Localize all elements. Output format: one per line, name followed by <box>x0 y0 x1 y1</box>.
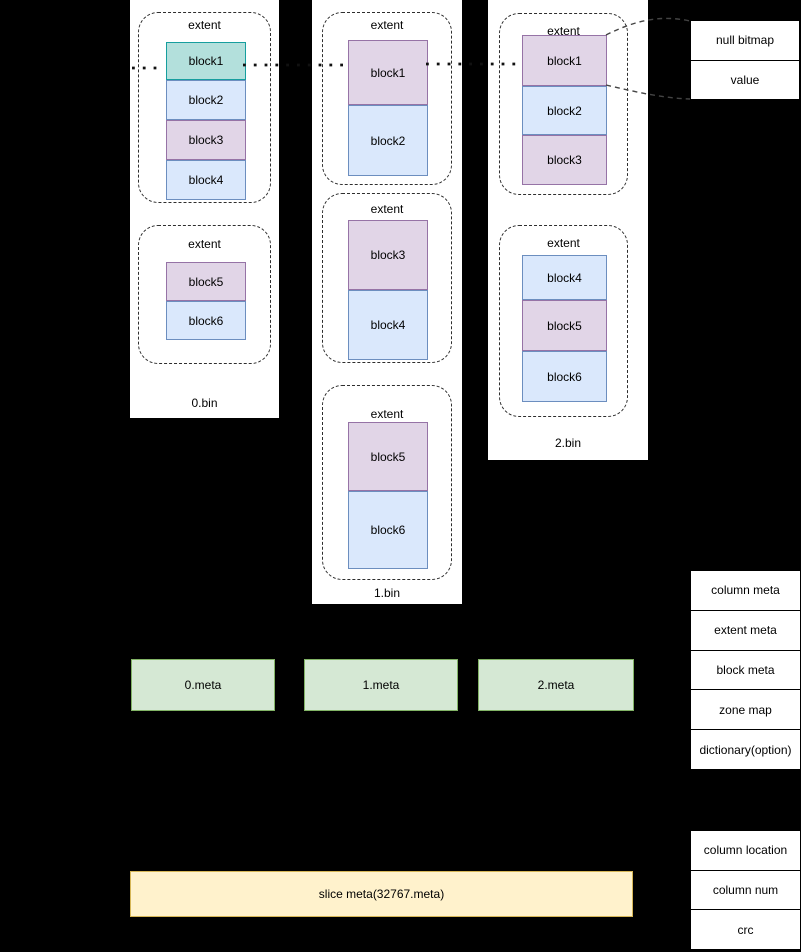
block-label: block3 <box>188 133 224 147</box>
block-label: block4 <box>547 270 582 285</box>
block-detail-table: null bitmap value <box>690 20 800 100</box>
extent-label: extent <box>188 18 221 32</box>
table-row: block meta <box>691 651 800 691</box>
extent-container: extent block4 block5 block6 <box>499 225 628 417</box>
block: block6 <box>166 301 246 340</box>
block: block4 <box>348 290 428 360</box>
bin-label: 0.bin <box>191 396 218 410</box>
extent-container: extent block1 block2 block3 <box>499 13 628 195</box>
block: block1 <box>348 40 428 105</box>
block: block3 <box>166 120 246 160</box>
block: block4 <box>522 255 607 300</box>
block: block3 <box>522 135 607 185</box>
block-label: block2 <box>370 133 406 148</box>
table-row: null bitmap <box>691 21 799 61</box>
extent-container: extent block1 block2 block3 block4 <box>138 12 271 203</box>
block: block3 <box>348 220 428 290</box>
extent-label: extent <box>188 237 221 251</box>
block: block4 <box>166 160 246 200</box>
block-label: block3 <box>370 248 406 262</box>
meta-file-label: 2.meta <box>537 678 575 692</box>
block-label: block2 <box>547 103 582 118</box>
block: block5 <box>522 300 607 351</box>
block-label: block3 <box>547 153 582 167</box>
table-row: value <box>730 72 760 87</box>
slice-meta-box: slice meta(32767.meta) <box>130 871 633 917</box>
bin-label: 2.bin <box>554 436 582 450</box>
bin-box-0-bin: extent block1 block2 block3 block4 extent bloc… <box>130 0 279 418</box>
block: block2 <box>166 80 246 120</box>
block: block5 <box>348 422 428 491</box>
block-label: block6 <box>188 313 224 328</box>
extent-label: extent <box>370 202 404 216</box>
block: block1 <box>522 35 607 86</box>
block-label: block2 <box>188 93 224 107</box>
table-row: dictionary(option) <box>699 742 792 757</box>
block-label: block1 <box>370 65 406 80</box>
table-row: zone map <box>691 690 800 731</box>
extent-label: extent <box>370 18 404 32</box>
block-label: block6 <box>547 369 582 384</box>
block: block2 <box>348 105 428 176</box>
bin-label: 1.bin <box>373 586 401 600</box>
block: block1 <box>166 42 246 80</box>
bin-box-2-bin: extent block1 block2 block3 extent block4 bloc… <box>488 0 648 460</box>
meta-file-label: 1.meta <box>362 678 400 692</box>
extent-label: extent <box>547 236 580 250</box>
extent-container: extent block1 block2 <box>322 12 452 185</box>
extent-container: extent block5 block6 <box>322 385 452 580</box>
extent-container: extent block3 block4 <box>322 193 452 363</box>
slice-meta-label: slice meta(32767.meta) <box>318 887 445 901</box>
table-row: column meta <box>691 571 800 611</box>
block-label: block6 <box>370 523 406 537</box>
table-row: column location <box>691 831 800 871</box>
block-label: block4 <box>188 173 224 187</box>
meta-file-box: 0.meta <box>131 659 275 711</box>
block-label: block5 <box>370 449 406 464</box>
extent-label: extent <box>370 407 404 421</box>
block: block6 <box>348 491 428 569</box>
meta-file-label: 0.meta <box>184 678 222 692</box>
block-label: block5 <box>547 318 582 333</box>
block: block6 <box>522 351 607 402</box>
block-label: block1 <box>188 54 224 68</box>
block: block2 <box>522 86 607 135</box>
block-label: block5 <box>188 274 224 289</box>
table-row: column num <box>691 871 800 911</box>
meta-file-box: 1.meta <box>304 659 458 711</box>
block: block5 <box>166 262 246 301</box>
meta-file-box: 2.meta <box>478 659 634 711</box>
table-row: extent meta <box>691 611 800 651</box>
table-row: crc <box>737 922 754 937</box>
extent-container: extent block5 block6 <box>138 225 271 364</box>
block-label: block1 <box>547 53 582 68</box>
extent-label: extent <box>547 24 580 38</box>
block-label: block4 <box>370 318 406 332</box>
